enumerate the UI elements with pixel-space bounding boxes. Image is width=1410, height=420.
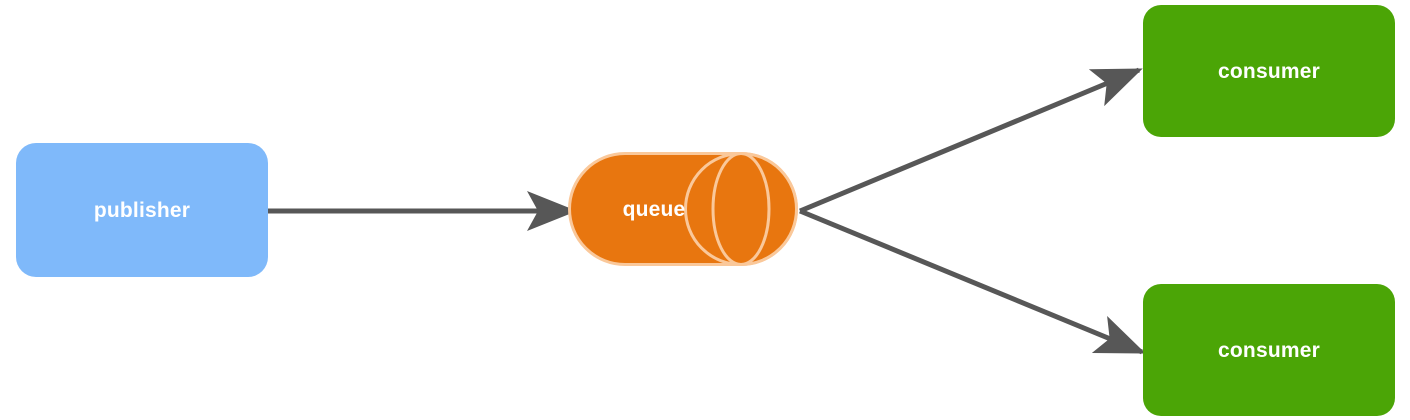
- node-publisher-label: publisher: [93, 198, 191, 222]
- cylinder-icon: [568, 152, 798, 266]
- node-consumer-bottom-label: consumer: [1218, 338, 1320, 362]
- node-publisher[interactable]: publisher: [16, 143, 268, 277]
- edge-queue-to-consumer-top: [799, 67, 1143, 214]
- node-queue-label: queue: [622, 197, 686, 221]
- node-queue[interactable]: queue: [568, 152, 798, 266]
- node-consumer-top[interactable]: consumer: [1143, 5, 1395, 137]
- edge-queue-to-consumer-bottom: [799, 208, 1146, 355]
- node-consumer-bottom[interactable]: consumer: [1143, 284, 1395, 416]
- node-consumer-top-label: consumer: [1218, 59, 1320, 83]
